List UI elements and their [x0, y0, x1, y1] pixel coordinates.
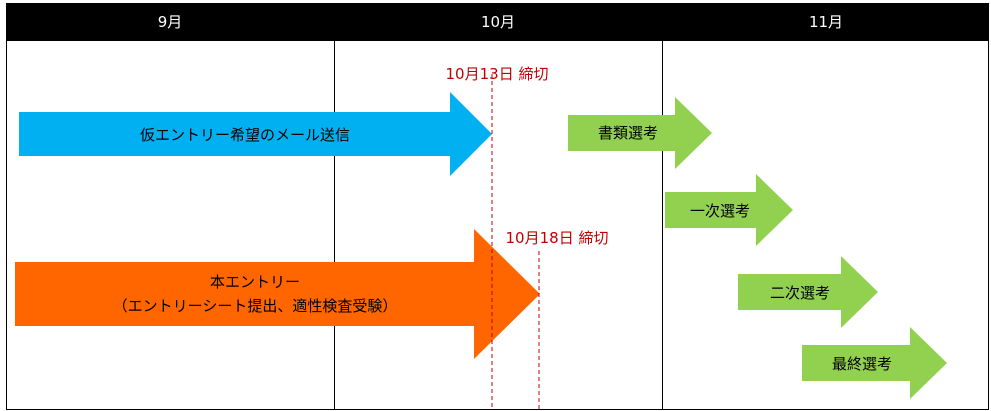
first-interview-arrow: [665, 174, 793, 246]
header-bar: [6, 3, 989, 40]
pre-entry-label: 仮エントリー希望のメール送信: [140, 126, 350, 144]
first-interview-label: 一次選考: [690, 202, 750, 220]
final-interview-label: 最終選考: [832, 355, 892, 373]
deadline-label-2: 10月18日 締切: [506, 229, 609, 247]
month-october: 10月: [481, 13, 515, 31]
month-september: 9月: [158, 13, 183, 31]
main-entry-sublabel: （エントリーシート提出、適性検査受験）: [113, 297, 398, 315]
doc-screening-arrow: [568, 97, 712, 169]
main-entry-arrow: [15, 229, 540, 359]
month-november: 11月: [809, 13, 843, 31]
doc-screening-label: 書類選考: [598, 124, 658, 142]
main-entry-label: 本エントリー: [210, 273, 300, 291]
second-interview-arrow: [738, 256, 878, 328]
second-interview-label: 二次選考: [770, 284, 830, 302]
grid-frame: [6, 40, 989, 410]
deadline-label-1: 10月13日 締切: [446, 65, 549, 83]
pre-entry-arrow: [19, 92, 492, 176]
final-interview-arrow: [802, 327, 947, 399]
